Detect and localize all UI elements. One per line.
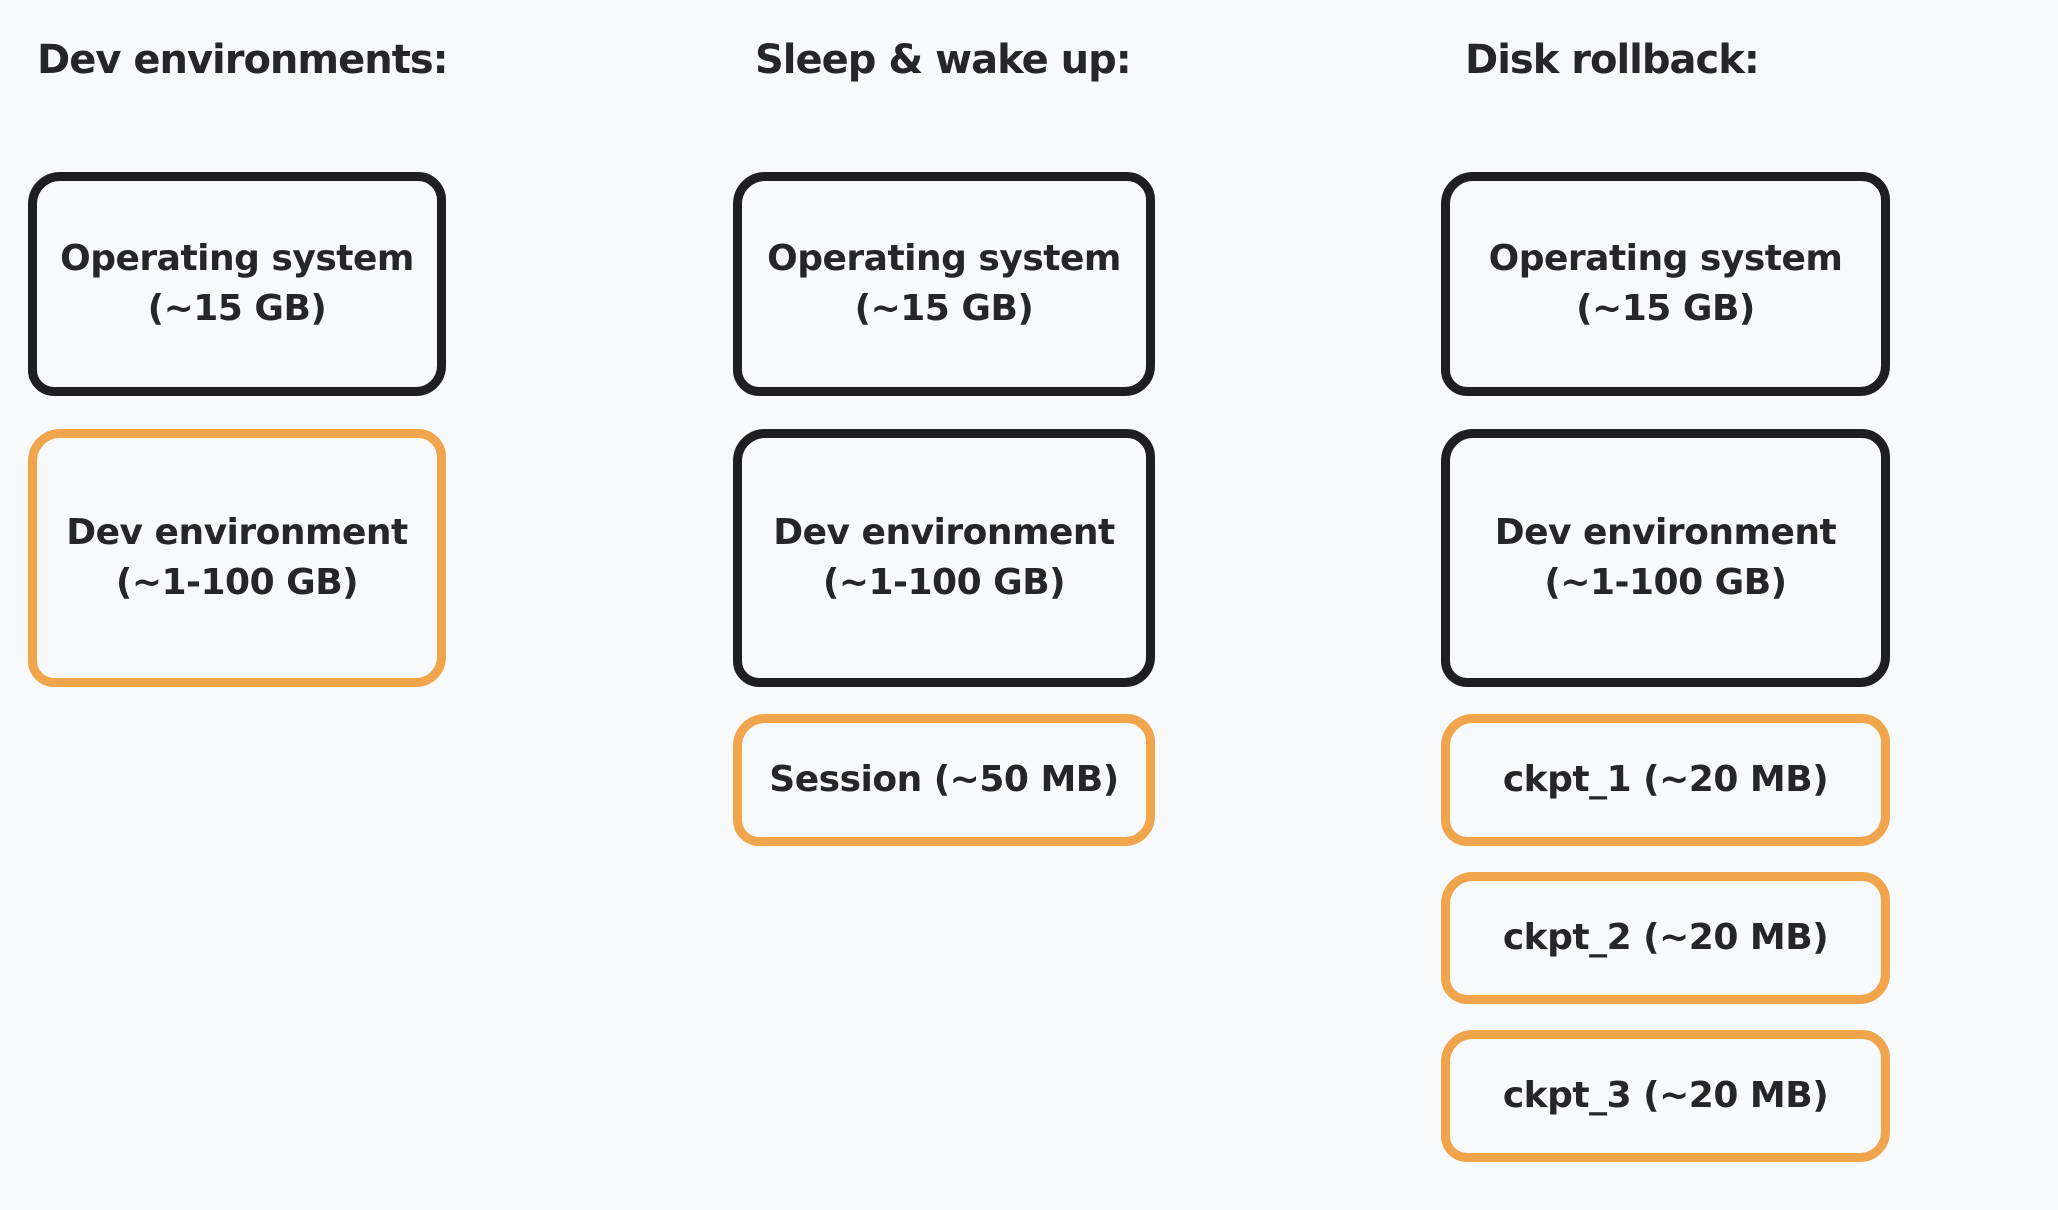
box-label: Dev environment (773, 512, 1115, 553)
box-label: Operating system (60, 238, 414, 279)
box-dev-environment: Dev environment (~1-100 GB) (1441, 429, 1890, 687)
box-sublabel: (~1-100 GB) (822, 562, 1066, 603)
box-operating-system: Operating system (~15 GB) (28, 172, 446, 396)
box-label: ckpt_3 (~20 MB) (1502, 1075, 1829, 1116)
box-sublabel: (~1-100 GB) (115, 562, 359, 603)
box-sublabel: (~15 GB) (147, 288, 327, 329)
box-session: Session (~50 MB) (733, 714, 1155, 846)
box-sublabel: (~15 GB) (854, 288, 1034, 329)
box-dev-environment: Dev environment (~1-100 GB) (733, 429, 1155, 687)
column-disk-rollback: Disk rollback: Operating system (~15 GB)… (1441, 0, 1890, 1162)
box-ckpt-1: ckpt_1 (~20 MB) (1441, 714, 1890, 846)
box-ckpt-3: ckpt_3 (~20 MB) (1441, 1030, 1890, 1162)
column-heading: Disk rollback: (1465, 37, 1760, 83)
box-sublabel: (~15 GB) (1576, 288, 1755, 329)
box-label: ckpt_1 (~20 MB) (1502, 759, 1829, 800)
column-heading: Sleep & wake up: (755, 37, 1132, 83)
box-label: Dev environment (66, 512, 408, 553)
box-ckpt-2: ckpt_2 (~20 MB) (1441, 872, 1890, 1004)
column-heading: Dev environments: (37, 37, 449, 83)
box-label: ckpt_2 (~20 MB) (1502, 917, 1829, 958)
column-dev-environments: Dev environments: Operating system (~15 … (28, 0, 449, 687)
box-label: Operating system (767, 238, 1121, 279)
box-label: Dev environment (1494, 512, 1837, 553)
box-operating-system: Operating system (~15 GB) (1441, 172, 1890, 396)
box-label: Session (~50 MB) (769, 759, 1119, 800)
column-sleep-wake-up: Sleep & wake up: Operating system (~15 G… (733, 0, 1155, 846)
box-label: Operating system (1488, 238, 1843, 279)
box-sublabel: (~1-100 GB) (1544, 562, 1787, 603)
box-dev-environment: Dev environment (~1-100 GB) (28, 429, 446, 687)
box-operating-system: Operating system (~15 GB) (733, 172, 1155, 396)
